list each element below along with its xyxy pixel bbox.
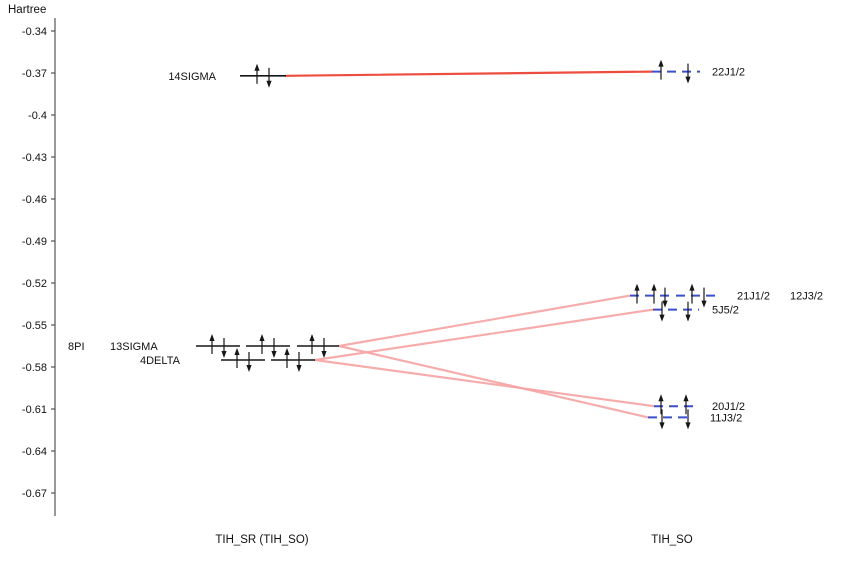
electron-down-arrowhead bbox=[659, 422, 665, 430]
electron-up-arrowhead bbox=[234, 348, 240, 355]
electron-down-arrowhead bbox=[321, 351, 327, 358]
electron-up-arrowhead bbox=[689, 283, 695, 291]
level-label-22j1-2: 22J1/2 bbox=[712, 67, 745, 79]
electron-up-arrowhead bbox=[658, 394, 664, 402]
level-label-5j5-2: 5J5/2 bbox=[712, 305, 739, 317]
electron-down-arrowhead bbox=[685, 314, 691, 322]
electron-down-arrowhead bbox=[271, 351, 277, 358]
electron-down-arrowhead bbox=[246, 365, 252, 372]
correlation-line-cluster-to-21j12 bbox=[337, 294, 632, 348]
electron-up-arrowhead bbox=[683, 394, 689, 402]
y-tick-label: -0.55 bbox=[22, 320, 47, 332]
electron-up-arrowhead bbox=[259, 334, 265, 341]
level-label-14sigma: 14SIGMA bbox=[168, 71, 216, 83]
electron-down-arrowhead bbox=[296, 365, 302, 372]
level-label-13sigma: 13SIGMA bbox=[110, 341, 158, 353]
y-tick-label: -0.43 bbox=[22, 152, 47, 164]
y-tick-label: -0.37 bbox=[22, 68, 47, 80]
electron-down-arrowhead bbox=[685, 76, 691, 84]
level-label-8pi: 8PI bbox=[68, 341, 85, 353]
electron-up-arrowhead bbox=[634, 283, 640, 291]
y-tick-label: -0.4 bbox=[28, 110, 47, 122]
level-label-21j1-2: 21J1/2 bbox=[737, 291, 770, 303]
y-tick-label: -0.58 bbox=[22, 362, 47, 374]
electron-down-arrowhead bbox=[685, 422, 691, 430]
electron-down-arrowhead bbox=[701, 300, 707, 308]
electron-down-arrowhead bbox=[221, 351, 227, 358]
y-tick-label: -0.64 bbox=[22, 446, 47, 458]
electron-up-arrowhead bbox=[309, 334, 315, 341]
y-tick-label: -0.61 bbox=[22, 404, 47, 416]
column-label-tih-so: TIH_SO bbox=[651, 534, 693, 546]
y-tick-label: -0.49 bbox=[22, 236, 47, 248]
electron-up-arrowhead bbox=[209, 334, 215, 341]
y-tick-label: -0.52 bbox=[22, 278, 47, 290]
correlation-line-14sigma-to-22j12 bbox=[284, 70, 654, 77]
y-tick-label: -0.34 bbox=[22, 26, 47, 38]
correlation-line-cluster-to-20j12 bbox=[313, 358, 656, 408]
level-label-12j3-2: 12J3/2 bbox=[790, 291, 823, 303]
level-label-20j1-2: 20J1/2 bbox=[712, 401, 745, 413]
electron-up-arrowhead bbox=[284, 348, 290, 355]
electron-down-arrowhead bbox=[266, 80, 272, 88]
electron-up-arrowhead bbox=[651, 283, 657, 291]
level-label-4delta: 4DELTA bbox=[140, 355, 181, 367]
correlation-line-cluster-to-5j52 bbox=[313, 308, 655, 362]
electron-up-arrowhead bbox=[254, 63, 260, 71]
y-tick-label: -0.67 bbox=[22, 488, 47, 500]
electron-down-arrowhead bbox=[662, 300, 668, 308]
electron-down-arrowhead bbox=[659, 314, 665, 322]
column-label-tih-sr: TIH_SR (TIH_SO) bbox=[215, 534, 309, 546]
correlation-line-cluster-to-11j32 bbox=[337, 344, 650, 419]
y-axis-title: Hartree bbox=[8, 4, 47, 16]
y-tick-label: -0.46 bbox=[22, 194, 47, 206]
electron-up-arrowhead bbox=[658, 59, 664, 67]
level-label-11j3-2: 11J3/2 bbox=[710, 412, 742, 424]
